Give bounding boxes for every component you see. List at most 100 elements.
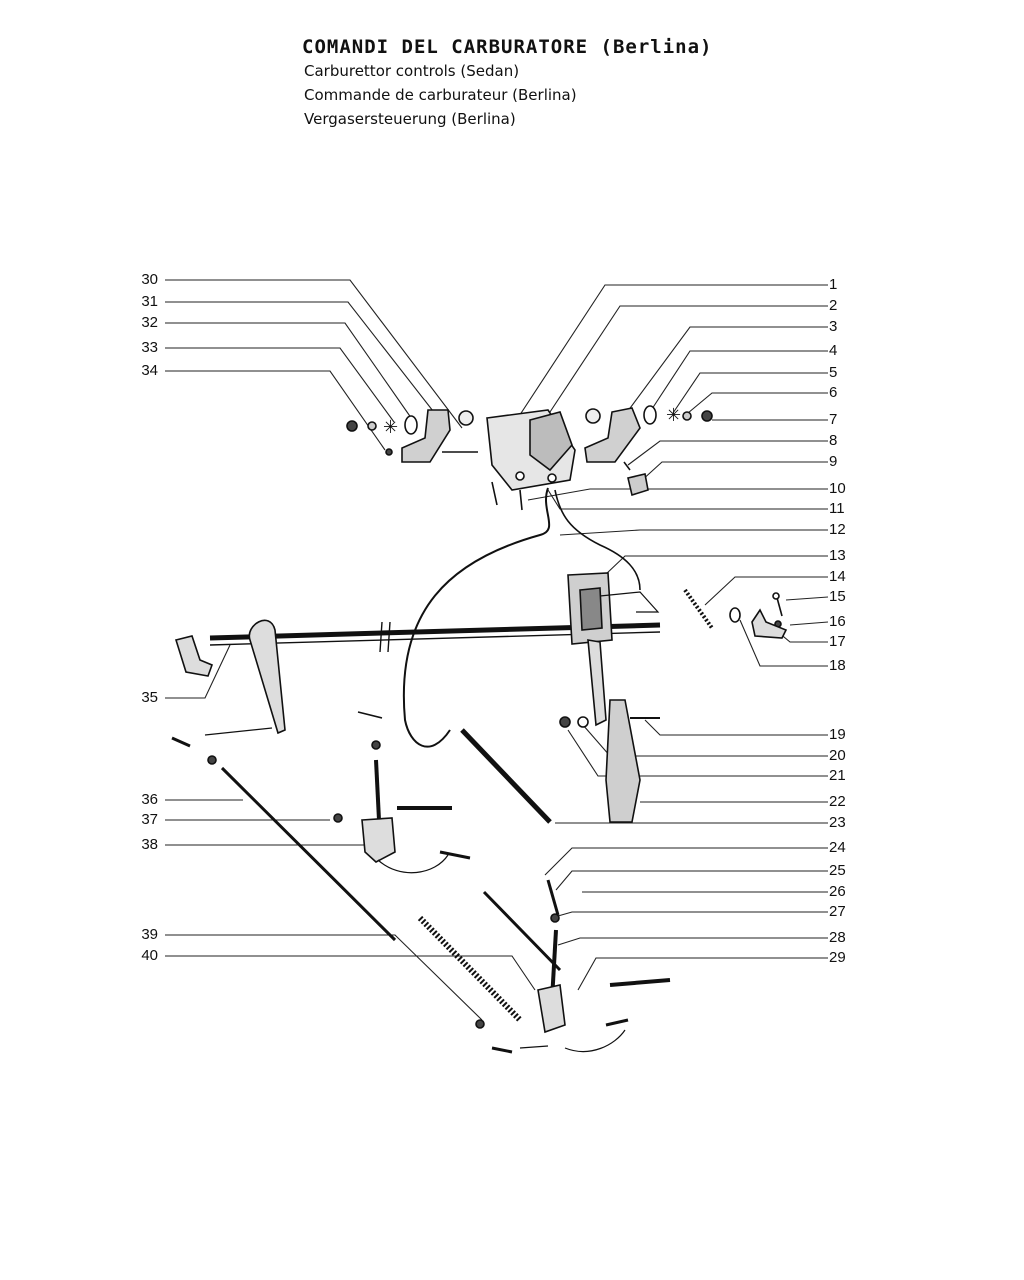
leader-lines: [165, 279, 829, 1021]
leader-19: [644, 719, 828, 736]
pedal-lever-arm: [587, 639, 607, 727]
leader-3: [624, 326, 828, 416]
callout-label-12: 12: [829, 521, 846, 538]
callout-label-15: 15: [829, 588, 846, 605]
nut: [385, 448, 393, 456]
assembly-arrow: [519, 1045, 549, 1049]
leader-18: [739, 619, 828, 667]
page-title: COMANDI DEL CARBURATORE (Berlina): [302, 36, 713, 58]
callout-label-40: 40: [141, 947, 158, 964]
leader-30: [165, 279, 463, 429]
callout-label-36: 36: [141, 791, 158, 808]
callout-label-14: 14: [829, 568, 846, 585]
callout-label-25: 25: [829, 862, 846, 879]
break-mark: [379, 621, 391, 653]
washer: [404, 415, 418, 435]
lower-linkage-rod: [482, 890, 562, 972]
washer: [367, 421, 377, 431]
return-spring: [683, 588, 714, 630]
star-washer-icon: ✳: [666, 405, 681, 426]
pedal-lever-hub: [529, 411, 573, 472]
callout-label-20: 20: [829, 747, 846, 764]
nut: [371, 740, 381, 750]
callout-label-9: 9: [829, 453, 838, 470]
pivot-pin: [609, 978, 671, 987]
leader-34: [165, 370, 386, 451]
relay-lever-hub: [361, 817, 396, 863]
leader-39: [165, 934, 483, 1021]
bracket-bolts: [491, 481, 523, 511]
callout-label-30: 30: [141, 271, 158, 288]
leader-35: [165, 644, 231, 699]
subtitle-german: Vergasersteuerung (Berlina): [304, 110, 516, 128]
leader-25: [555, 870, 828, 891]
nut: [550, 913, 560, 923]
bolt-head: [772, 592, 780, 600]
leader-31: [165, 301, 441, 421]
callout-label-13: 13: [829, 547, 846, 564]
screw: [623, 461, 631, 471]
leader-2: [547, 305, 828, 416]
leader-29: [577, 957, 828, 991]
callout-label-18: 18: [829, 657, 846, 674]
ball-pin: [171, 736, 191, 748]
callout-label-39: 39: [141, 926, 158, 943]
callout-label-33: 33: [141, 339, 158, 356]
shaft-bracket: [174, 635, 214, 677]
leader-33: [165, 347, 395, 423]
assembly-arrow: [564, 1029, 626, 1053]
leader-27: [557, 911, 828, 917]
assembly-arrow: [204, 727, 273, 736]
callout-label-17: 17: [829, 633, 846, 650]
leader-10: [527, 488, 828, 501]
leader-9: [639, 461, 828, 483]
throttle-cable: [402, 487, 551, 748]
assembly-arrow: [377, 854, 449, 874]
callout-label-6: 6: [829, 384, 838, 401]
callout-label-34: 34: [141, 362, 158, 379]
callout-label-22: 22: [829, 793, 846, 810]
nut: [475, 1019, 485, 1029]
star-washer-icon: ✳: [383, 417, 398, 438]
callout-label-28: 28: [829, 929, 846, 946]
leader-12: [559, 529, 828, 536]
callout-label-35: 35: [141, 689, 158, 706]
subtitle-english: Carburettor controls (Sedan): [304, 62, 520, 80]
leader-17: [777, 631, 828, 643]
ball-pin: [546, 879, 560, 916]
washer: [682, 411, 692, 421]
callout-label-38: 38: [141, 836, 158, 853]
callout-label-4: 4: [829, 342, 838, 359]
callout-label-1: 1: [829, 276, 838, 293]
cable-sheath: [554, 489, 641, 591]
leader-4: [647, 350, 828, 416]
title-block: COMANDI DEL CARBURATORE (Berlina) Carbur…: [0, 0, 1024, 140]
leader-1: [509, 284, 828, 431]
leader-28: [557, 937, 828, 946]
leader-14: [704, 576, 828, 606]
tension-spring: [417, 915, 523, 1023]
leader-5: [672, 372, 828, 414]
callout-label-27: 27: [829, 903, 846, 920]
callout-label-2: 2: [829, 297, 838, 314]
subtitle-french: Commande de carburateur (Berlina): [304, 86, 577, 104]
leader-21: [567, 729, 828, 777]
accelerator-rod: [460, 728, 552, 824]
callout-label-3: 3: [829, 318, 838, 335]
callout-label-7: 7: [829, 411, 838, 428]
nut: [333, 813, 343, 823]
accelerator-pedal: [605, 699, 641, 823]
nut: [559, 716, 571, 728]
bracket-hole: [515, 471, 525, 481]
leader-13: [604, 555, 828, 576]
callout-label-11: 11: [829, 500, 845, 517]
callout-label-37: 37: [141, 811, 158, 828]
nut: [346, 420, 358, 432]
callout-label-19: 19: [829, 726, 846, 743]
leader-24: [544, 847, 828, 876]
washer: [729, 607, 741, 623]
leader-11: [547, 489, 828, 510]
callout-label-24: 24: [829, 839, 846, 856]
parts-drawing: ✳ ✳: [171, 405, 788, 1054]
